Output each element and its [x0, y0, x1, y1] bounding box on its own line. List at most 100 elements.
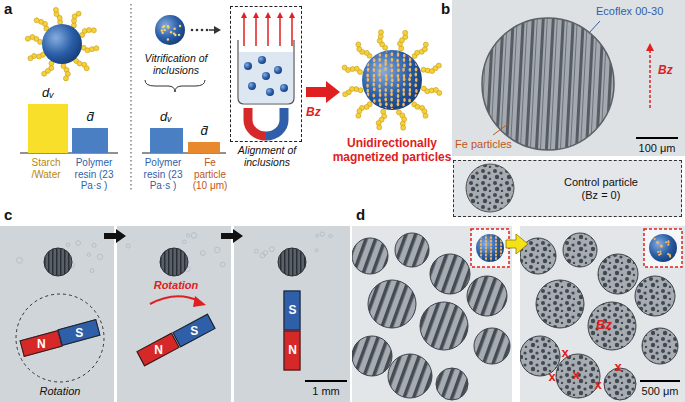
magnetized-particle	[395, 233, 429, 267]
fe-inclusion	[390, 92, 393, 96]
fe-inclusion	[379, 78, 382, 82]
particle-field	[352, 233, 510, 400]
fe-inclusion	[384, 98, 387, 102]
fe-inclusion	[161, 29, 163, 31]
fe-inclusion	[480, 240, 482, 243]
fe-inclusion	[402, 103, 405, 107]
fe-inclusion	[485, 257, 487, 260]
bar-label: Polymer resin (23 Pa·s )	[138, 157, 188, 192]
fe-inclusion	[500, 250, 502, 253]
fe-inclusion	[403, 58, 406, 62]
photo-ground	[520, 226, 685, 402]
step-caption: Vitrification of inclusions	[139, 52, 213, 76]
fe-inclusion	[173, 27, 175, 29]
fe-inclusion	[402, 68, 405, 72]
magnetized-particle	[430, 254, 470, 294]
bubble	[66, 243, 69, 246]
fe-inclusion	[378, 107, 381, 111]
control-particle	[466, 164, 514, 212]
fe-inclusion	[390, 98, 393, 102]
bubble	[17, 257, 23, 263]
fe-inclusion	[378, 73, 381, 77]
fe-inclusion	[167, 38, 169, 40]
fe-inclusion	[409, 88, 412, 92]
magnet-pole: N	[19, 330, 62, 357]
magnet-pole: N	[284, 330, 301, 370]
bar-resin	[72, 128, 108, 153]
action-label: Rotation	[28, 385, 92, 398]
fe-inclusion	[391, 74, 394, 78]
fe-inclusion	[385, 48, 388, 52]
fe-inclusion	[660, 245, 662, 247]
fe-inclusion	[490, 261, 492, 264]
panel-c	[0, 226, 350, 402]
arrow-head	[253, 12, 259, 18]
scale-label: 500 μm	[635, 385, 685, 398]
fe-inclusion	[379, 93, 382, 97]
fe-inclusion	[379, 89, 382, 93]
arrow-head	[193, 296, 206, 307]
dashed-frame: Alignment of inclusions	[230, 6, 302, 142]
magnetized-particle	[388, 354, 432, 398]
fe-inclusion	[495, 257, 497, 260]
magnet-pole: S	[58, 319, 101, 346]
leader-line	[589, 21, 600, 33]
starch-granule	[89, 47, 94, 52]
fe-inclusion	[500, 233, 502, 236]
fe-inclusion	[490, 240, 492, 243]
bubble	[215, 247, 221, 253]
micrograph-ground	[452, 0, 685, 156]
field-symbol: Bz	[596, 318, 612, 333]
fe-inclusion	[403, 92, 406, 96]
field-arrow	[267, 17, 269, 46]
fe-inclusion	[397, 99, 400, 103]
starch-granule	[356, 42, 361, 47]
suspended-particle	[274, 66, 282, 74]
fe-inclusion	[495, 233, 497, 236]
result-caption: Unidirectionally magnetized particles	[327, 137, 457, 165]
bubble	[191, 233, 197, 239]
fe-inclusion	[495, 250, 497, 253]
fe-inclusion	[490, 257, 492, 260]
fe-inclusion	[485, 250, 487, 253]
fe-inclusion	[500, 247, 502, 250]
starch-granule	[378, 30, 383, 35]
fe-inclusion	[373, 47, 376, 51]
starch-granule	[91, 28, 96, 33]
fe-inclusion	[495, 254, 497, 257]
bubble	[329, 234, 332, 237]
magnetized-particle	[556, 354, 600, 398]
field-symbol: Bz	[658, 64, 673, 78]
fe-inclusion	[385, 74, 388, 78]
magnetized-particle	[436, 368, 468, 400]
fe-inclusion	[409, 54, 412, 58]
bubble	[254, 249, 258, 253]
micrograph-ground	[453, 160, 682, 217]
inset-box	[644, 229, 682, 267]
starch-granule	[42, 71, 47, 76]
pole-letter: N	[154, 343, 163, 355]
photo-ground	[0, 226, 114, 402]
arrow-head	[277, 12, 283, 18]
dotted-arrow-dot	[196, 29, 199, 32]
scale-bar	[636, 137, 678, 139]
fe-inclusion	[367, 78, 370, 82]
fe-inclusion	[403, 98, 406, 102]
fe-inclusion	[667, 244, 669, 246]
fe-inclusion	[415, 62, 418, 66]
fe-inclusion	[490, 236, 492, 239]
fe-inclusion	[384, 59, 387, 63]
bubble	[126, 244, 130, 248]
text-area: Control particle(Bz = 0)	[526, 161, 676, 216]
size-symbol: d̄	[75, 110, 105, 125]
fe-inclusion	[480, 261, 482, 264]
bubble	[315, 249, 318, 252]
magnetized-particle	[278, 248, 306, 276]
fe-inclusion	[366, 74, 369, 78]
starch-granule	[423, 113, 428, 118]
magnet-north	[248, 108, 266, 136]
fe-inclusion	[403, 82, 406, 86]
bubble	[87, 253, 90, 256]
step-caption: Alignment of inclusions	[219, 144, 315, 168]
